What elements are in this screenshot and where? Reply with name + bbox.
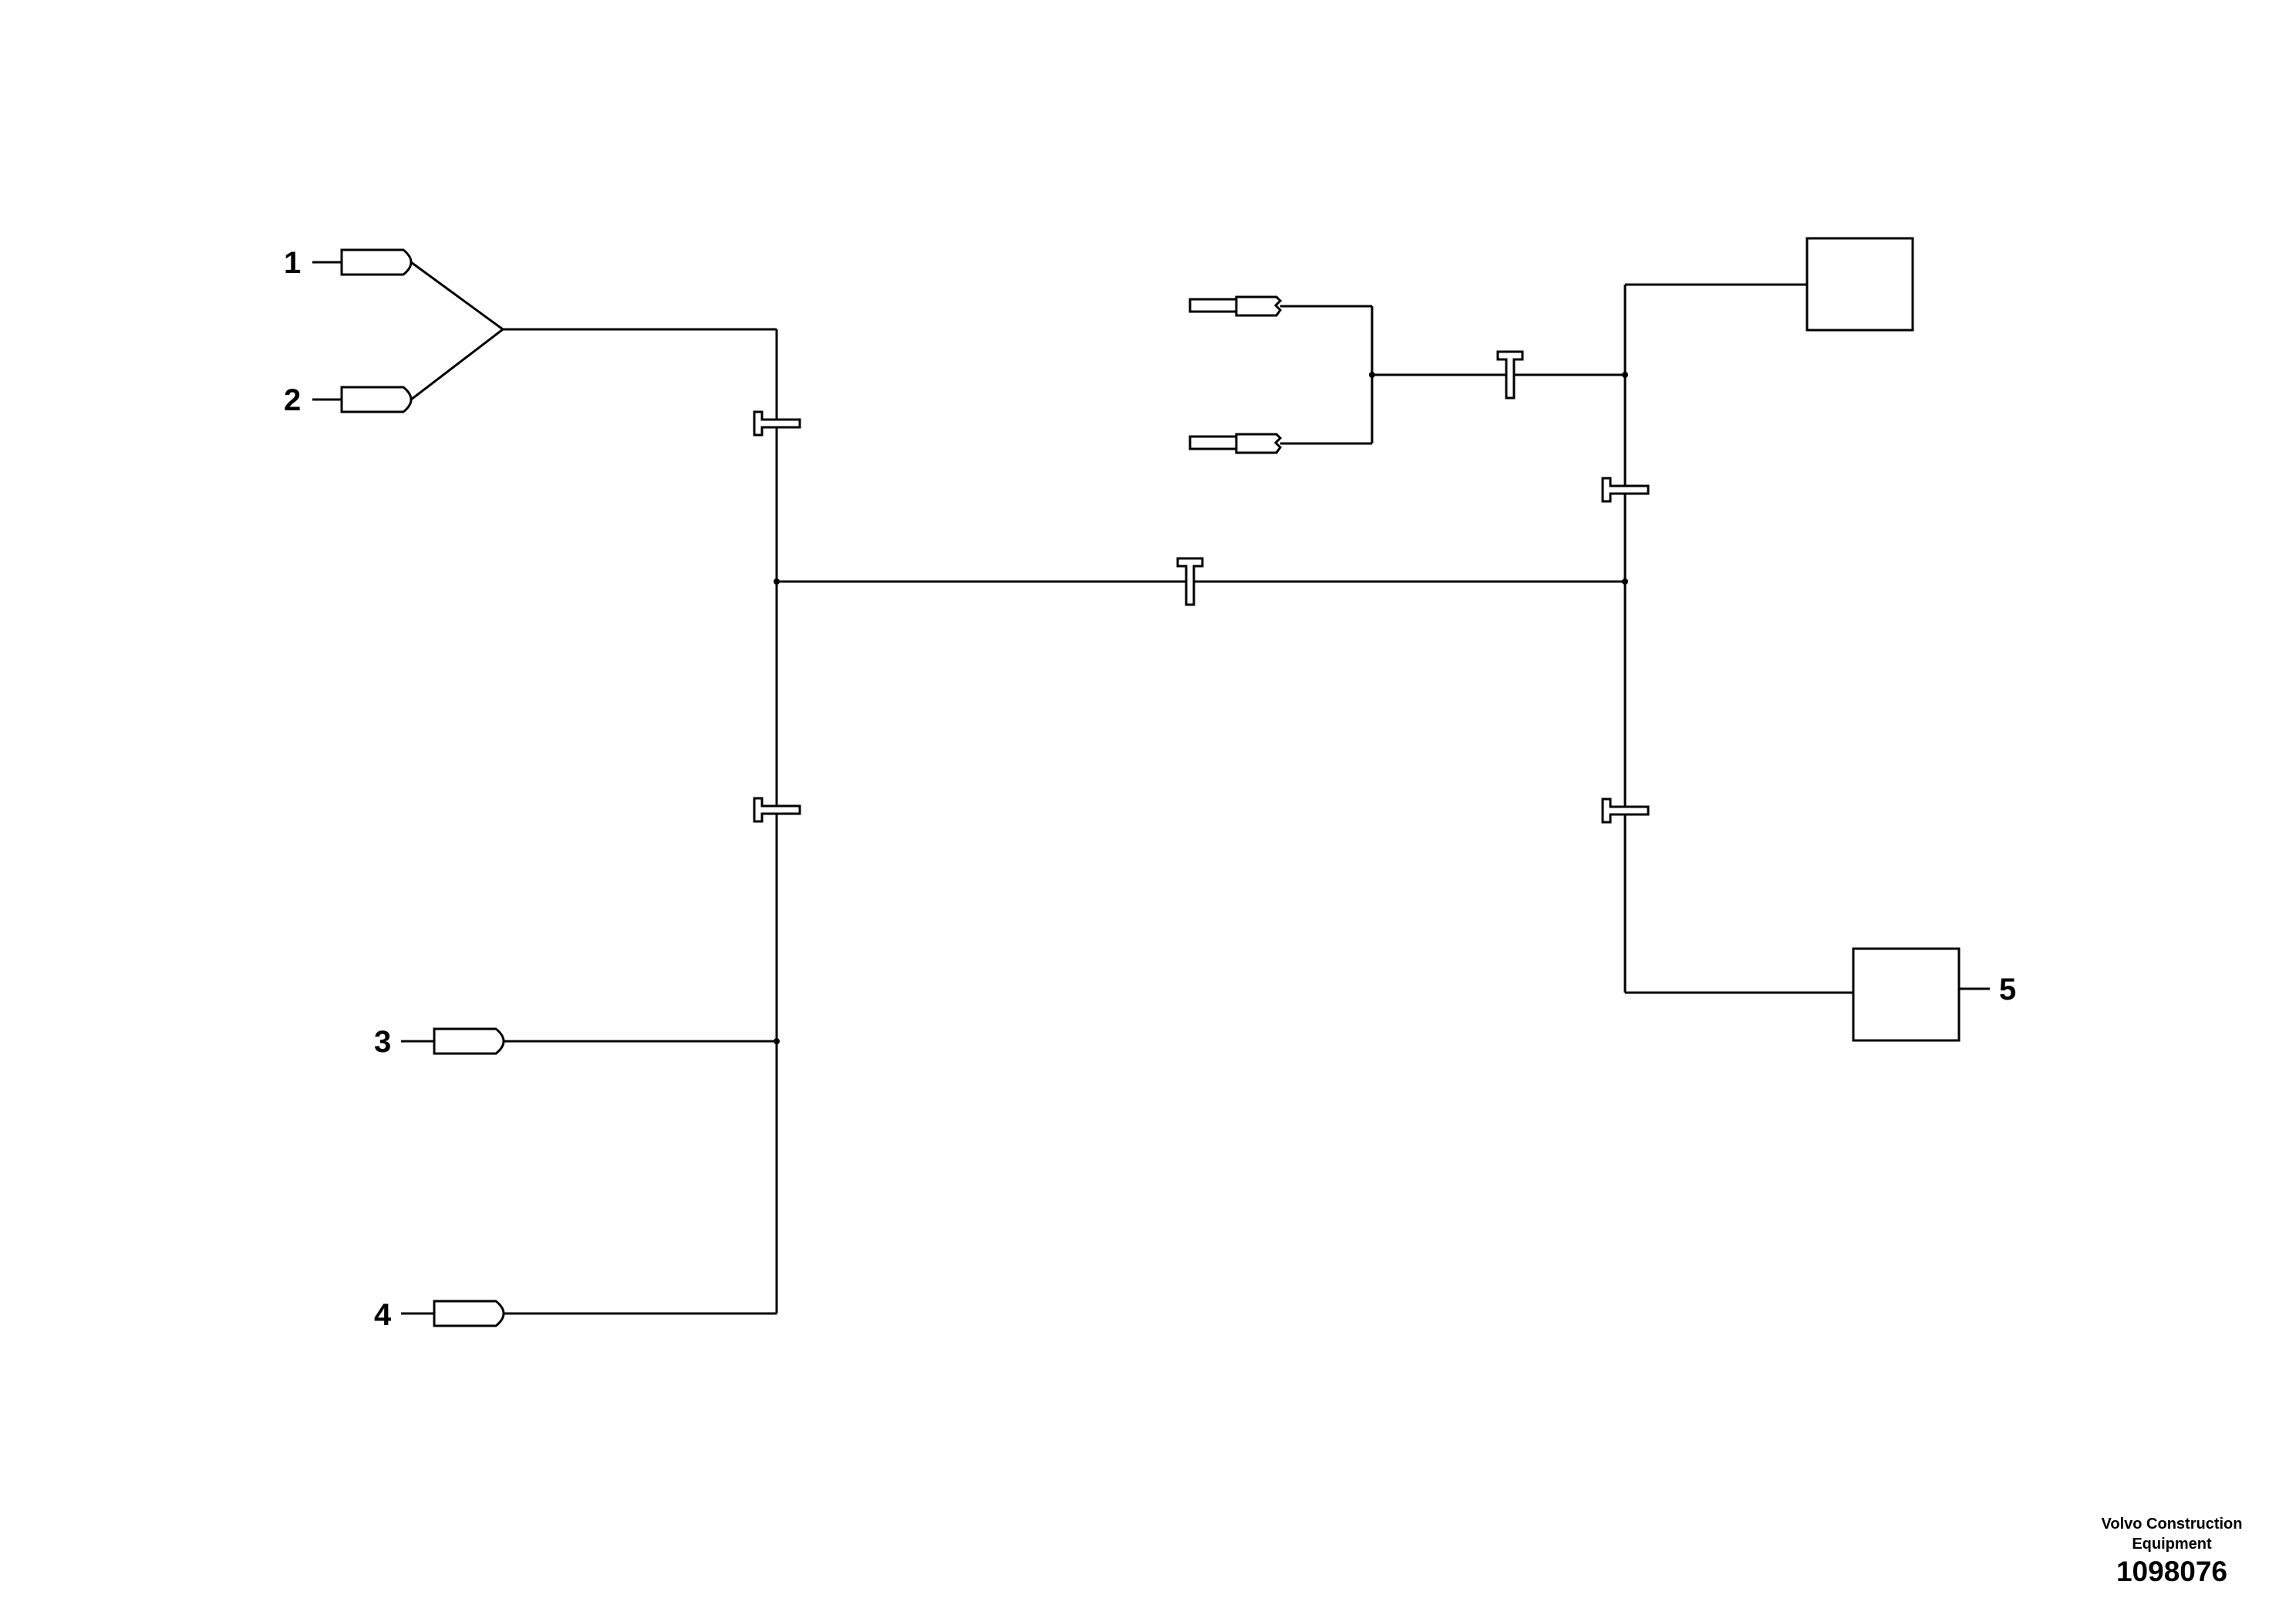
cross-branch-wire [774, 578, 1625, 585]
connector-1 [312, 248, 413, 276]
callout-5: 5 [1999, 973, 2016, 1007]
terminal-branch-wire [1369, 306, 1625, 443]
caption-drawing-number: 1098076 [2116, 1556, 2227, 1587]
cable-tie-cross [1176, 557, 1204, 606]
connector-3 [401, 1027, 780, 1055]
terminal-lower [1188, 433, 1372, 454]
callout-3: 3 [374, 1025, 391, 1059]
caption-company-line2: Equipment [2132, 1536, 2212, 1553]
callout-2: 2 [284, 383, 301, 417]
callout-1: 1 [284, 246, 301, 280]
cable-tie-left-lower [753, 797, 801, 823]
cable-tie-left-upper [753, 410, 801, 437]
wire-merge-1-2 [410, 261, 777, 401]
cable-tie-right-upper [1601, 477, 1650, 503]
callout-4: 4 [374, 1298, 392, 1332]
cable-tie-right-lower [1601, 798, 1650, 824]
caption-company-line1: Volvo Construction [2102, 1516, 2243, 1533]
connector-4 [401, 1300, 777, 1327]
cable-tie-top-branch [1496, 350, 1524, 400]
connector-2 [312, 386, 413, 413]
component-box-top [1805, 237, 1914, 332]
component-box-5 [1852, 947, 1990, 1042]
terminal-upper [1188, 295, 1372, 317]
right-trunk-wire [1622, 283, 1853, 994]
